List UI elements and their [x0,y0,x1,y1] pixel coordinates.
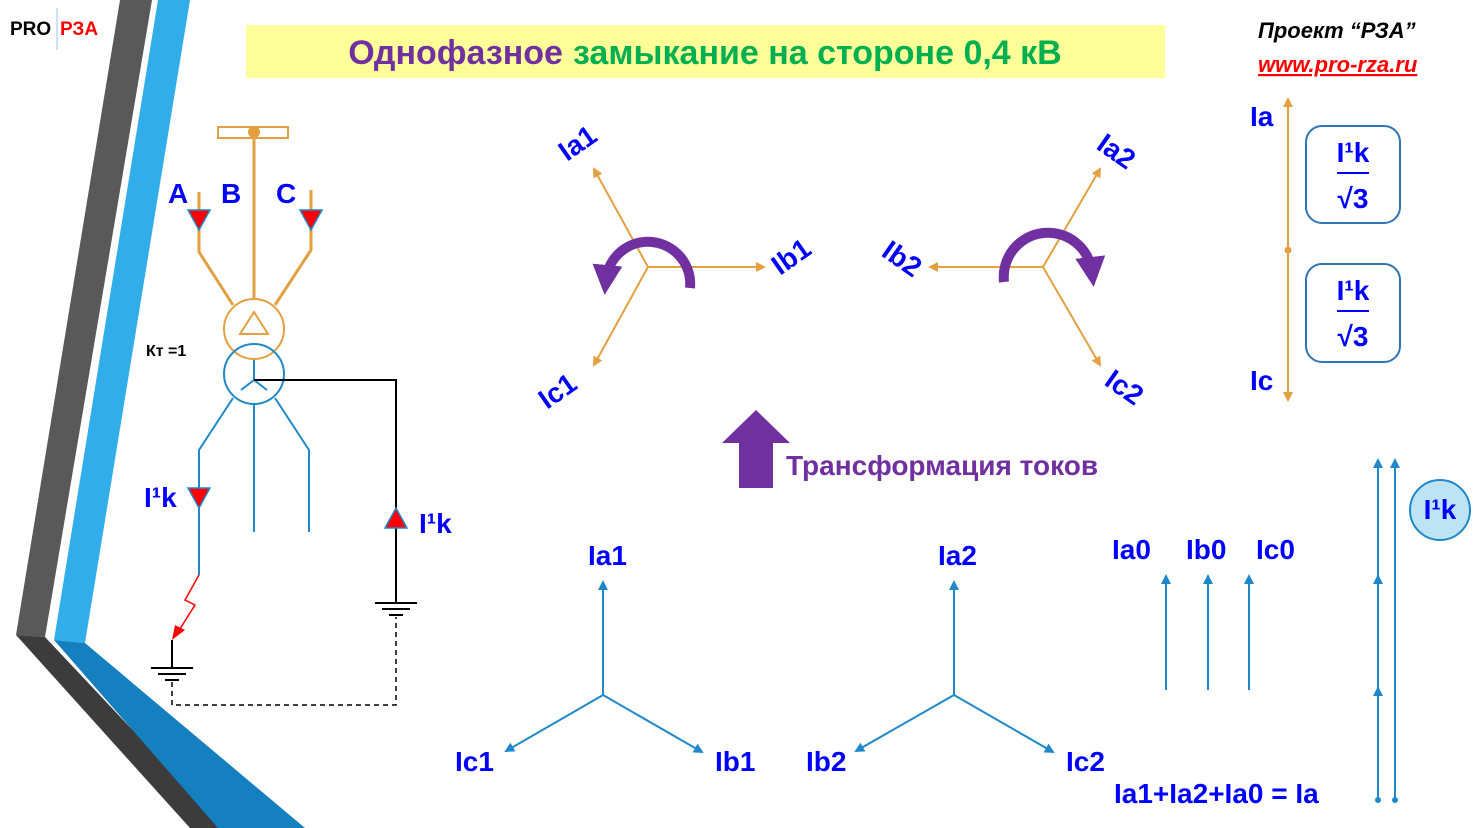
ground-return-path [171,617,397,706]
lower-ia1-label: Ia1 [588,540,627,571]
positive-sequence-star-lower [504,580,704,753]
transformation-label: Трансформация токов [786,450,1098,481]
ib0-label: Ib0 [1186,534,1226,565]
result-current-badge [1409,479,1471,541]
upper-ic1-label: Ic1 [533,367,583,415]
svg-text:PRO: PRO [10,19,51,40]
project-url[interactable]: www.pro-rza.ru [1258,52,1418,77]
logo: PRO РЗА [10,8,98,50]
hv-ic-label: Ic [1250,365,1273,396]
hv-ia-label: Ia [1250,101,1274,132]
svg-text:√3: √3 [1338,321,1369,352]
decor-stripes [16,0,305,828]
phase-c-current-arrow [298,209,324,232]
rotation-cw-icon [998,227,1106,287]
upper-ia1-label: Ia1 [553,119,603,167]
current-box-lower: I¹k √3 [1305,263,1401,363]
rotation-ccw-icon [592,236,696,295]
zero-sequence-vectors [1161,574,1254,690]
ground-icon-right [375,602,417,616]
project-name: Проект “РЗА” [1258,18,1416,43]
delta-winding-icon [223,298,285,360]
upper-ib2-label: Ib2 [877,235,928,284]
fault-current-label-right: I¹k [419,508,452,539]
ratio-label: Кт =1 [146,343,186,360]
upper-ib1-label: Ib1 [766,232,817,281]
svg-text:I¹k: I¹k [1337,275,1370,306]
phase-b-label: B [221,178,241,209]
lower-ia2-label: Ia2 [938,540,977,571]
negative-sequence-star-lower [854,580,1055,753]
svg-text:I¹k: I¹k [1337,137,1370,168]
sum-vectors [1373,458,1400,800]
fault-current-arrow-left [186,487,212,510]
lower-ib2-label: Ib2 [806,746,846,777]
negative-sequence-star-upper [928,167,1102,367]
lower-ib1-label: Ib1 [715,746,755,777]
fault-current-arrow-right [383,506,409,529]
phase-a-current-arrow [186,209,212,232]
fault-current-label-left: I¹k [144,482,177,513]
upper-ia2-label: Ia2 [1092,128,1142,176]
current-box-upper: I¹k √3 [1305,125,1401,224]
title-banner [246,25,1165,78]
fault-zigzag-icon [177,574,200,633]
circuit [151,126,417,706]
svg-text:РЗА: РЗА [60,19,98,40]
ic0-label: Ic0 [1256,534,1295,565]
phase-a-label: A [168,178,188,209]
result-current-label: I¹k [1424,494,1457,525]
upper-ic2-label: Ic2 [1100,364,1150,412]
positive-sequence-star-upper [593,167,766,367]
svg-text:√3: √3 [1338,183,1369,214]
ia0-label: Ia0 [1112,534,1151,565]
lower-ic1-label: Ic1 [455,746,494,777]
transformation-arrow-icon [722,410,790,488]
ground-icon-left [151,667,193,681]
phase-c-label: C [276,178,296,209]
sum-equation: Ia1+Ia2+Ia0 = Ia [1114,778,1319,809]
lower-ic2-label: Ic2 [1066,746,1105,777]
